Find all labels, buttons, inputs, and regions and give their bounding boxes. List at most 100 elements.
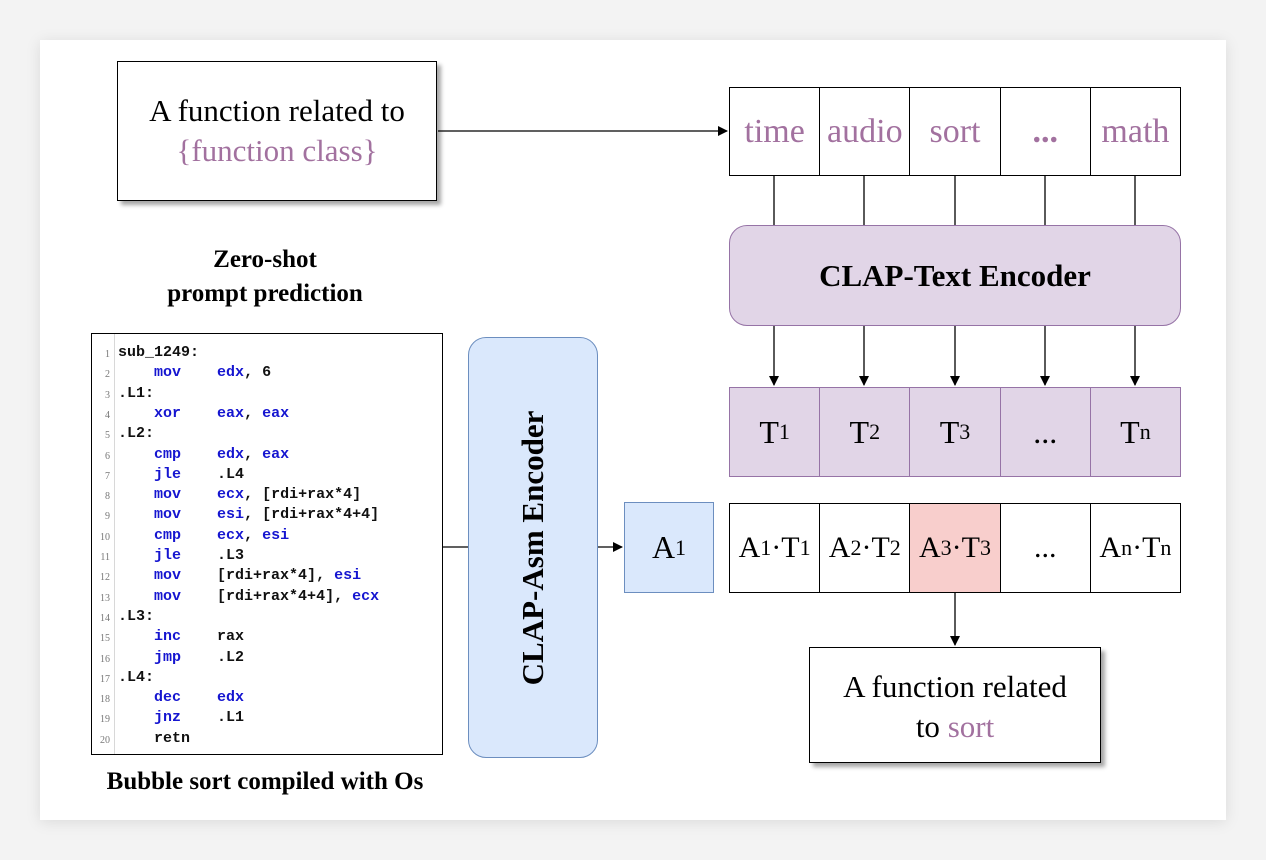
code-token: retn: [154, 729, 191, 747]
code-line: 20 retn: [92, 729, 442, 749]
line-number: 15: [100, 633, 110, 645]
code-token: [181, 628, 217, 645]
code-token: ,: [244, 526, 263, 544]
code-keyword: esi: [334, 567, 362, 585]
clap-asm-encoder-label: CLAP-Asm Encoder: [515, 410, 550, 685]
code-token: .L4: [217, 465, 245, 483]
line-number: 9: [105, 511, 110, 523]
prediction-result-box: A function related to sort: [809, 647, 1101, 763]
line-number-gutter: [92, 334, 115, 754]
code-line: 8 mov ecx, [rdi+rax*4]: [92, 485, 442, 505]
code-line: 12 mov [rdi+rax*4], esi: [92, 566, 442, 586]
code-keyword: eax: [262, 404, 290, 422]
clap-text-encoder: CLAP-Text Encoder: [729, 225, 1181, 326]
code-keyword: mov: [154, 506, 182, 524]
code-keyword: mov: [154, 364, 182, 382]
code-token: .L1:: [118, 384, 155, 402]
line-number: 2: [105, 369, 110, 381]
code-token: [118, 628, 154, 645]
prompt-template-line1: A function related to: [149, 93, 405, 128]
code-token: [118, 709, 154, 726]
line-number: 10: [100, 531, 110, 543]
code-token: [rdi+rax*4+4],: [217, 587, 353, 605]
code-keyword: inc: [154, 628, 182, 646]
code-token: [181, 446, 217, 463]
code-text: .L4:: [118, 669, 154, 686]
code-token: [118, 527, 154, 544]
code-text: jle .L3: [118, 547, 244, 564]
code-keyword: jnz: [154, 709, 182, 727]
code-token: .L2: [217, 648, 245, 666]
line-number: 1: [105, 349, 110, 360]
code-text: mov esi, [rdi+rax*4+4]: [118, 506, 379, 523]
code-line: 7 jle .L4: [92, 465, 442, 485]
code-token: [118, 588, 154, 605]
line-number: 14: [100, 612, 110, 624]
code-text: .L3:: [118, 608, 154, 625]
code-token: [118, 364, 154, 381]
code-text: mov ecx, [rdi+rax*4]: [118, 486, 361, 503]
code-keyword: esi: [262, 526, 290, 544]
code-token: ,: [244, 404, 263, 422]
code-token: [118, 466, 154, 483]
code-token: ,: [244, 445, 263, 463]
code-keyword: edx: [217, 364, 245, 382]
prompt-template-box: A function related to {function class}: [117, 61, 437, 201]
line-number: 6: [105, 450, 110, 462]
code-token: [118, 689, 154, 706]
code-token: [181, 506, 217, 523]
code-text: jle .L4: [118, 466, 244, 483]
code-keyword: jle: [154, 547, 182, 564]
code-keyword: cmp: [154, 526, 182, 544]
prompt-template-placeholder: {function class}: [176, 133, 378, 168]
code-token: sub_1249:: [118, 344, 200, 361]
code-token: [118, 486, 154, 503]
prediction-result-line2: to sort: [915, 709, 995, 744]
line-number: 5: [105, 430, 110, 442]
code-token: , 6: [244, 364, 272, 382]
code-keyword: edx: [217, 445, 245, 463]
code-keyword: edx: [217, 689, 245, 707]
code-text: xor eax, eax: [118, 405, 289, 422]
zero-shot-label: Zero-shot prompt prediction: [167, 246, 363, 307]
code-line: 13 mov [rdi+rax*4+4], ecx: [92, 587, 442, 607]
code-keyword: mov: [154, 486, 182, 504]
code-token: [181, 649, 217, 666]
code-text: jmp .L2: [118, 649, 244, 666]
code-token: .L1: [217, 709, 245, 727]
code-keyword: cmp: [154, 445, 182, 463]
line-number: 17: [100, 673, 110, 685]
code-token: [181, 588, 217, 605]
code-keyword: ecx: [217, 526, 245, 544]
code-line: 9 mov esi, [rdi+rax*4+4]: [92, 505, 442, 525]
line-number: 4: [105, 409, 110, 421]
text-embedding-cell: ...: [1001, 388, 1091, 476]
code-token: [118, 730, 154, 747]
code-text: cmp ecx, esi: [118, 527, 289, 544]
code-line: 16 jmp .L2: [92, 648, 442, 668]
code-keyword: xor: [154, 404, 182, 422]
code-token: [181, 527, 217, 544]
code-keyword: mov: [154, 567, 182, 585]
code-text: .L1:: [118, 385, 154, 402]
code-line: 1 sub_1249:: [92, 343, 442, 363]
code-text: mov [rdi+rax*4+4], ecx: [118, 588, 379, 605]
code-token: .L3: [217, 547, 245, 564]
code-token: [118, 506, 154, 523]
code-token: [118, 405, 154, 422]
code-line: 19 jnz .L1: [92, 708, 442, 728]
code-line: 14 .L3:: [92, 607, 442, 627]
code-token: .L3:: [118, 607, 155, 625]
code-text: sub_1249:: [118, 344, 199, 361]
prediction-result-line1: A function related: [843, 669, 1067, 704]
code-keyword: jmp: [154, 648, 182, 666]
code-keyword: ecx: [352, 587, 380, 605]
function-class-cell: time: [730, 88, 821, 175]
